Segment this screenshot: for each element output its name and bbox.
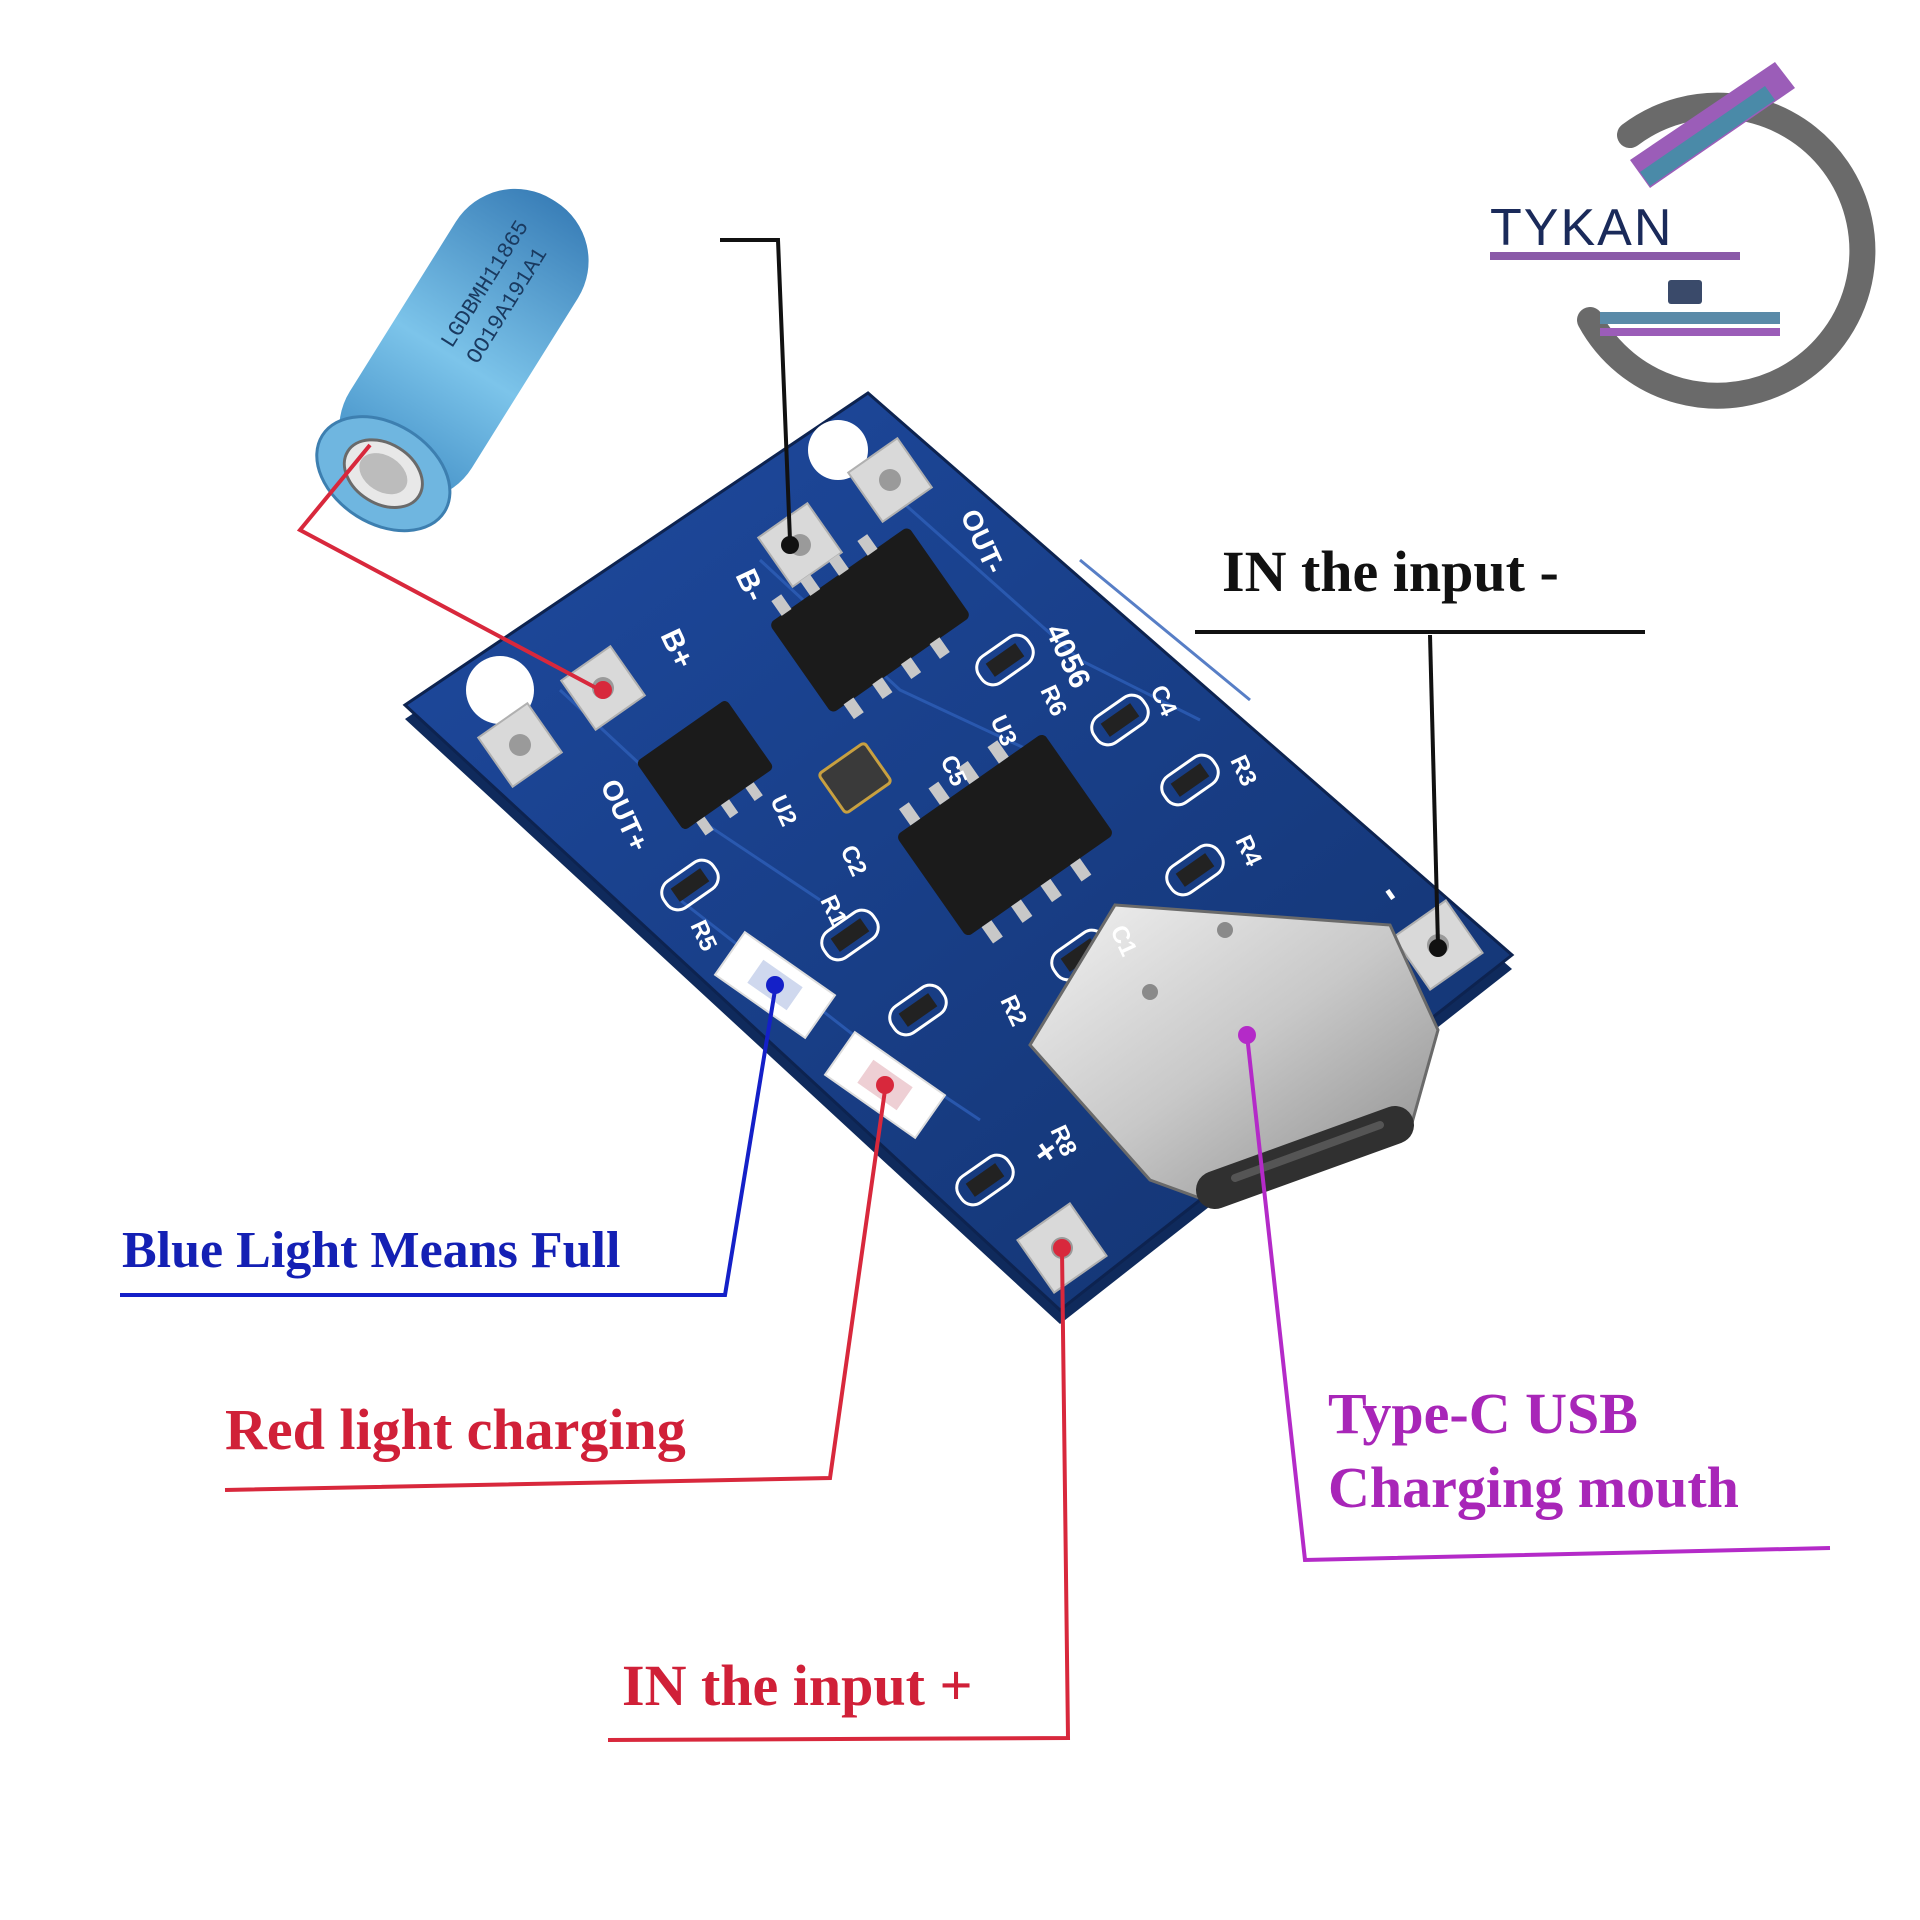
leader-dot-typec [1238, 1026, 1256, 1044]
label-typec-line1: Type-C USB [1328, 1381, 1638, 1446]
smd-components [660, 633, 1225, 1207]
leader-dot-blue [766, 976, 784, 994]
leader-dot-b-minus [781, 536, 799, 554]
leader-b-minus [720, 238, 792, 541]
label-red-light-charging: Red light charging [225, 1397, 686, 1462]
usb-typec-connector [1028, 903, 1440, 1209]
leader-blue-full [120, 989, 777, 1297]
logo-text: TYKAN [1490, 199, 1673, 257]
label-in-input-plus: IN the input + [622, 1653, 973, 1718]
leader-dot-red [876, 1076, 894, 1094]
label-in-input-minus: IN the input - [1222, 539, 1559, 604]
leader-dot-in-minus [1429, 939, 1447, 957]
board-notch [808, 420, 868, 480]
inductor-c2 [818, 742, 892, 814]
leader-in-minus-drop [1428, 634, 1440, 946]
leader-dot-in-plus [1053, 1239, 1071, 1257]
chip-protection [771, 528, 969, 720]
label-typec-line2: Charging mouth [1328, 1455, 1739, 1520]
leader-typec [1245, 1034, 1831, 1563]
leader-red-charging [224, 1089, 887, 1492]
pad-out-plus [476, 701, 564, 789]
label-blue-light-full: Blue Light Means Full [122, 1222, 621, 1279]
battery-18650: LGDBMH11865 OO19A191A1 [315, 188, 589, 533]
leader-b-plus [296, 443, 601, 692]
leader-dot-b-plus [594, 681, 612, 699]
brand-logo: TYKAN [1490, 62, 1876, 409]
leader-in-plus [607, 1249, 1071, 1742]
chip-u2 [637, 701, 773, 836]
pad-out-minus [846, 436, 934, 524]
board-notch [466, 656, 534, 724]
chip-4056 [898, 734, 1112, 944]
